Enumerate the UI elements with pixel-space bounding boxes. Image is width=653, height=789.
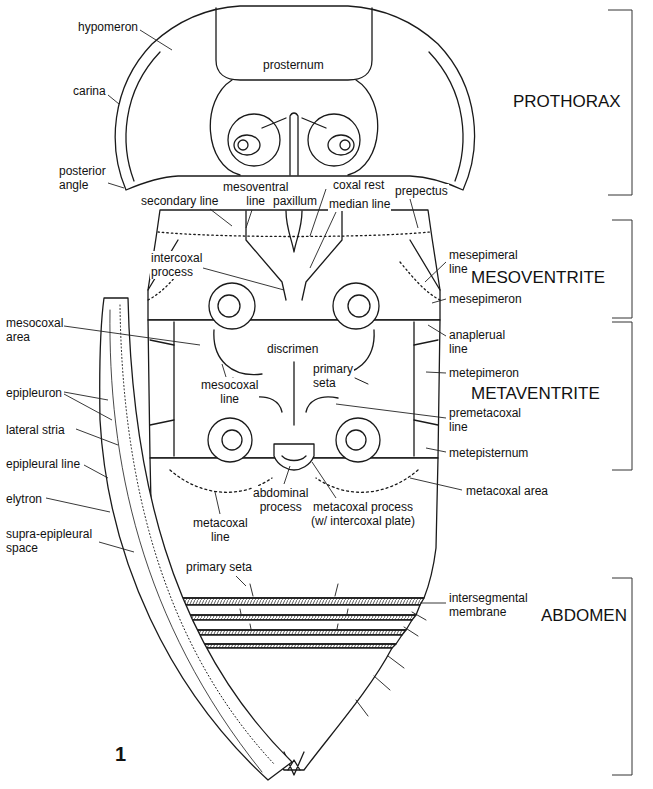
region-label: MESOVENTRITE (470, 268, 606, 288)
part-label: supra-epipleural space (5, 527, 99, 555)
part-label: anaplerual line (448, 328, 506, 356)
part-label: primary seta (312, 362, 354, 390)
region-label: PROTHORAX (512, 92, 622, 112)
part-label: posterior angle (58, 164, 107, 192)
part-label: mesepimeron (448, 292, 523, 306)
part-label: epipleural line (5, 457, 81, 471)
part-label: hypomeron (77, 20, 139, 34)
leader-lines (46, 30, 462, 603)
part-label: epipleuron (5, 386, 63, 400)
part-label: intercoxal process (150, 251, 203, 279)
part-label: mesocoxal area (5, 316, 64, 344)
part-label: premetacoxal line (448, 406, 522, 434)
part-label: prosternum (262, 58, 325, 72)
part-label: metacoxal area (465, 484, 549, 498)
region-label: METAVENTRITE (470, 384, 601, 404)
part-label: metacoxal process (w/ intercoxal plate) (306, 500, 420, 528)
part-label: metacoxal line (192, 516, 249, 544)
part-label: coxal rest (332, 178, 385, 192)
part-label: prepectus (394, 184, 449, 198)
figure-number: 1 (114, 742, 127, 766)
part-label: mesocoxal line (200, 378, 259, 406)
part-label: discrimen (266, 342, 319, 356)
part-label: carina (72, 84, 107, 98)
region-label: ABDOMEN (540, 606, 628, 626)
part-label: intersegmental membrane (448, 591, 534, 619)
part-label: median line (328, 197, 391, 211)
part-label: elytron (5, 492, 43, 506)
part-label: paxillum (272, 194, 318, 208)
part-label: primary seta (185, 560, 253, 574)
part-label: metepisternum (448, 446, 529, 460)
part-label: secondary line (140, 194, 219, 208)
part-label: metepimeron (448, 366, 520, 380)
part-label: lateral stria (5, 423, 66, 437)
region-brackets (608, 10, 632, 775)
part-label: abdominal process (252, 486, 309, 514)
